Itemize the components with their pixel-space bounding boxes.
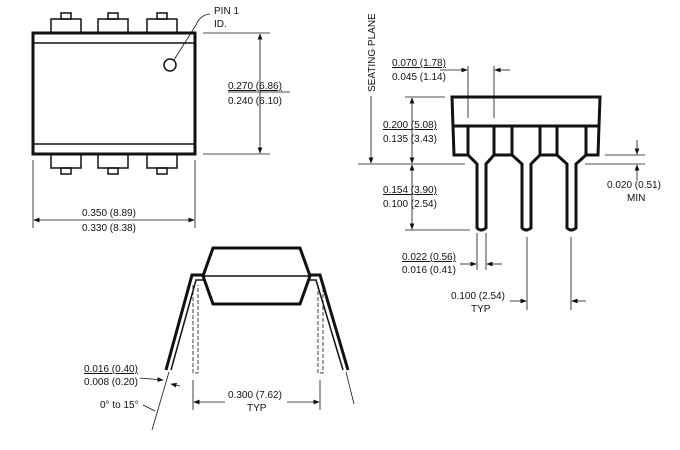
lead-length-max: 0.154 (3.90) — [383, 185, 437, 196]
top-pins — [50, 12, 178, 34]
height-max: 0.200 (5.08) — [383, 120, 437, 131]
shoulder-max: 0.070 (1.78) — [392, 58, 446, 69]
pin1-indicator-icon — [163, 58, 177, 72]
side-leads — [466, 153, 588, 232]
row-spacing: 0.300 (7.62) — [228, 390, 282, 401]
side-view: SEATING PLANE 0.070 (1.78) 0.045 (1.14) … — [358, 13, 661, 315]
shoulder-min: 0.045 (1.14) — [392, 72, 446, 83]
height-min: 0.135 (3.43) — [383, 134, 437, 145]
lead-angle: 0° to 15° — [100, 400, 139, 411]
bottom-pins — [50, 153, 178, 175]
seating-plane-label: SEATING PLANE — [367, 13, 378, 92]
end-view: 0.300 (7.62) TYP 0.016 (0.40) 0.008 (0.2… — [84, 246, 355, 431]
standoff: 0.020 (0.51) — [607, 180, 661, 191]
package-body-top — [31, 31, 197, 156]
width-min: 0.240 (6.10) — [228, 96, 282, 107]
pin1-label-2: ID. — [214, 19, 227, 30]
width-max: 0.270 (6.86) — [228, 81, 282, 92]
standoff-note: MIN — [627, 193, 645, 204]
length-min: 0.330 (8.38) — [82, 223, 136, 234]
lead-width-max: 0.022 (0.56) — [402, 252, 456, 263]
lead-length-min: 0.100 (2.54) — [383, 199, 437, 210]
lead-thickness-max: 0.016 (0.40) — [84, 364, 138, 375]
row-spacing-note: TYP — [247, 403, 267, 414]
pin1-label: PIN 1 — [214, 6, 239, 17]
pitch-note: TYP — [471, 304, 491, 315]
pitch: 0.100 (2.54) — [451, 291, 505, 302]
length-max: 0.350 (8.89) — [82, 208, 136, 219]
top-view: PIN 1 ID. 0.270 (6.86) 0.240 (6.10) 0.35… — [31, 6, 290, 234]
lead-thickness-min: 0.008 (0.20) — [84, 377, 138, 388]
lead-width-min: 0.016 (0.41) — [402, 265, 456, 276]
